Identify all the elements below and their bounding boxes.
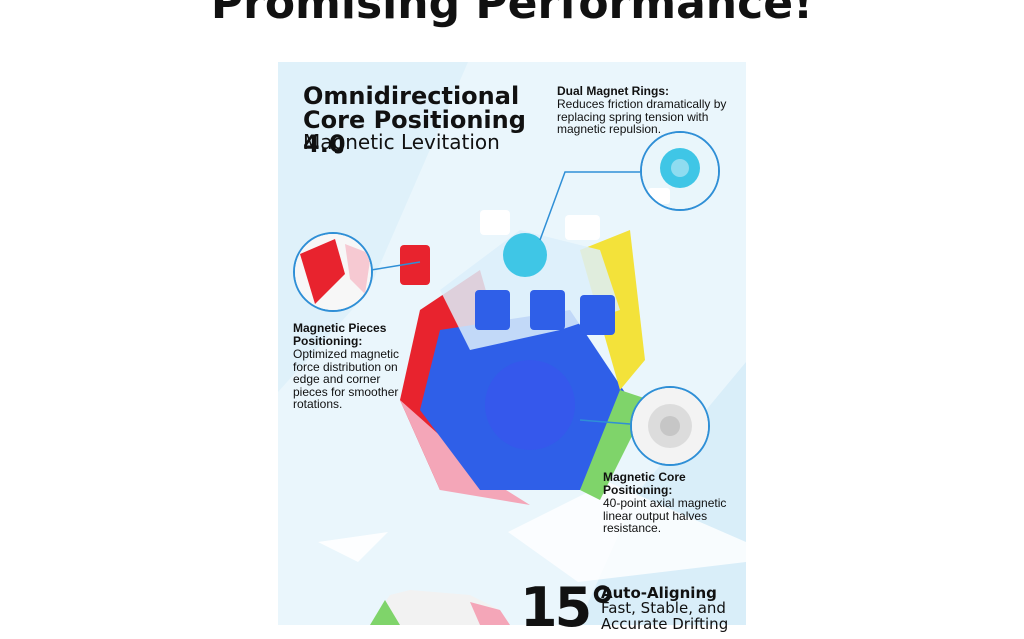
edge-piece-closeup-icon	[293, 232, 373, 312]
feature-title: Omnidirectional Core Positioning 4.0	[303, 82, 526, 158]
callout-body: 40-point axial magnetic linear output ha…	[603, 496, 727, 536]
callout-title: Dual Magnet Rings:	[557, 84, 670, 98]
alignment-subtitle: Fast, Stable, and Accurate Drifting	[601, 599, 729, 633]
callout-magnetic-pieces: Magnetic Pieces Positioning: Optimized m…	[293, 322, 403, 411]
callout-magnetic-core: Magnetic Core Positioning: 40-point axia…	[603, 471, 743, 535]
callout-title: Magnetic Pieces Positioning:	[293, 321, 387, 348]
megaminx-puzzle-icon	[400, 210, 650, 505]
magnet-ring-closeup-icon	[640, 131, 720, 211]
callout-title: Magnetic Core Positioning:	[603, 470, 686, 497]
megaminx-puzzle-bottom-icon	[370, 590, 510, 625]
alignment-title: Auto-Aligning	[601, 584, 717, 602]
callout-body: Optimized magnetic force distribution on…	[293, 347, 400, 412]
section-heading: Promising Performance!	[210, 0, 814, 29]
callout-body: Reduces friction dramatically by replaci…	[557, 97, 727, 137]
core-closeup-icon	[630, 386, 710, 466]
feature-subtitle: Magnetic Levitation	[303, 130, 500, 154]
alignment-angle: 15°	[520, 576, 616, 639]
callout-dual-magnet-rings: Dual Magnet Rings: Reduces friction dram…	[557, 85, 727, 136]
